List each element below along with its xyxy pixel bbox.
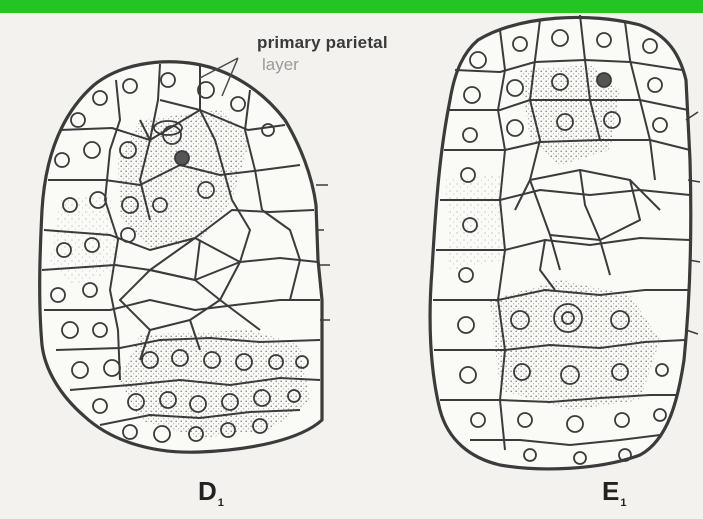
panel-label-d-subscript: 1 — [218, 497, 224, 509]
panel-d-section — [40, 58, 330, 452]
panel-label-e: E1 — [602, 476, 626, 509]
annotation-primary-parietal: primary parietal — [257, 33, 388, 53]
panel-label-e-letter: E — [602, 476, 619, 506]
panel-label-d-letter: D — [198, 476, 217, 506]
panel-label-d: D1 — [198, 476, 224, 509]
panel-e-section — [430, 15, 700, 469]
annotation-layer: layer — [262, 55, 299, 75]
panel-label-e-subscript: 1 — [620, 497, 626, 509]
